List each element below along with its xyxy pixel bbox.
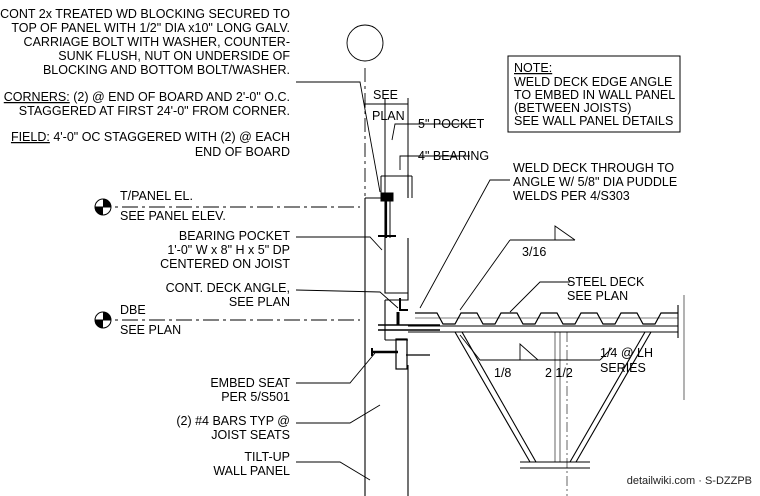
svg-text:BEARING POCKET: BEARING POCKET	[179, 229, 290, 243]
svg-text:CENTERED ON JOIST: CENTERED ON JOIST	[160, 257, 290, 271]
deck-angle-embed	[371, 298, 440, 370]
svg-text:(2) #4 BARS TYP @: (2) #4 BARS TYP @	[176, 414, 290, 428]
wood-blocking	[378, 98, 413, 238]
bars-label: (2) #4 BARS TYP @ JOIST SEATS	[176, 414, 290, 442]
label-weld-deck: WELD DECK THROUGH TO	[513, 161, 674, 175]
note-line: SUNK FLUSH, NUT ON UNDERSIDE OF	[58, 49, 290, 63]
label-weld-lh: SERIES	[600, 361, 646, 375]
dimension-see-plan	[364, 100, 409, 108]
svg-text:SEE PLAN: SEE PLAN	[229, 295, 290, 309]
label-see-panel-elev: SEE PANEL ELEV.	[120, 209, 226, 223]
svg-text:PER 5/S501: PER 5/S501	[221, 390, 290, 404]
label-weld-lh: 1/4 @ LH	[600, 346, 653, 360]
svg-text:TILT-UP: TILT-UP	[244, 450, 290, 464]
svg-text:CONT. DECK ANGLE,: CONT. DECK ANGLE,	[166, 281, 290, 295]
note-line: CONT 2x TREATED WD BLOCKING SECURED TO	[0, 7, 290, 21]
joist	[408, 295, 685, 496]
centerline	[346, 24, 384, 196]
label-plan: PLAN	[372, 109, 405, 123]
note-line: CARRIAGE BOLT WITH WASHER, COUNTER-	[24, 35, 290, 49]
label-steel-deck: STEEL DECK	[567, 275, 645, 289]
leaders	[295, 81, 613, 481]
embed-seat-label: EMBED SEAT PER 5/S501	[210, 376, 290, 404]
label-tpanel-el: T/PANEL EL.	[120, 189, 193, 203]
label-weld-deck: ANGLE W/ 5/8" DIA PUDDLE	[513, 175, 677, 189]
svg-text:EMBED SEAT: EMBED SEAT	[210, 376, 290, 390]
note-line: TO EMBED IN WALL PANEL	[514, 88, 675, 102]
note-line: (BETWEEN JOISTS)	[514, 101, 631, 115]
label-see-plan: SEE PLAN	[120, 323, 181, 337]
field-line1: FIELD: 4'-0" OC STAGGERED WITH (2) @ EAC…	[11, 130, 290, 144]
blocking-note: CONT 2x TREATED WD BLOCKING SECURED TO T…	[0, 7, 290, 77]
label-see: SEE	[373, 88, 398, 102]
note-title: NOTE:	[514, 61, 552, 75]
svg-text:JOIST SEATS: JOIST SEATS	[211, 428, 290, 442]
svg-text:WALL PANEL: WALL PANEL	[213, 464, 290, 478]
corners-line2: STAGGERED AT FIRST 24'-0" FROM CORNER.	[19, 104, 290, 118]
label-weld-deck: WELDS PER 4/S303	[513, 189, 630, 203]
field-line2: END OF BOARD	[195, 145, 290, 159]
label-steel-deck: SEE PLAN	[567, 289, 628, 303]
weld-size-top: 3/16	[522, 245, 546, 259]
note-line: TOP OF PANEL WITH 1/2" DIA x10" LONG GAL…	[11, 21, 290, 35]
level-marker-tpanel	[94, 198, 360, 216]
deck-angle-label: CONT. DECK ANGLE, SEE PLAN	[166, 281, 290, 309]
weld-size-left: 1/8	[494, 366, 511, 380]
note-line: SEE WALL PANEL DETAILS	[514, 114, 673, 128]
corners-note: CORNERS: (2) @ END OF BOARD AND 2'-0" O.…	[4, 90, 290, 118]
steel-deck	[415, 312, 678, 325]
note-line: WELD DECK EDGE ANGLE	[514, 75, 672, 89]
label-bearing: 4" BEARING	[418, 149, 489, 163]
label-dbe: DBE	[120, 303, 146, 317]
svg-text:1'-0" W x 8" H x 5" DP: 1'-0" W x 8" H x 5" DP	[167, 243, 290, 257]
grid-bubble	[346, 24, 384, 62]
weld-size-right: 2 1/2	[545, 366, 573, 380]
field-note: FIELD: 4'-0" OC STAGGERED WITH (2) @ EAC…	[11, 130, 290, 159]
bearing-pocket-label: BEARING POCKET 1'-0" W x 8" H x 5" DP CE…	[160, 229, 290, 271]
corners-line1: CORNERS: (2) @ END OF BOARD AND 2'-0" O.…	[4, 90, 290, 104]
label-pocket: 5" POCKET	[418, 117, 485, 131]
level-marker-dbe	[94, 311, 360, 329]
note-box: NOTE: WELD DECK EDGE ANGLE TO EMBED IN W…	[507, 55, 681, 133]
note-line: BLOCKING AND BOTTOM BOLT/WASHER.	[43, 63, 290, 77]
watermark: detailwiki.com · S-DZZPB	[627, 475, 752, 487]
tilt-up-label: TILT-UP WALL PANEL	[213, 450, 290, 478]
